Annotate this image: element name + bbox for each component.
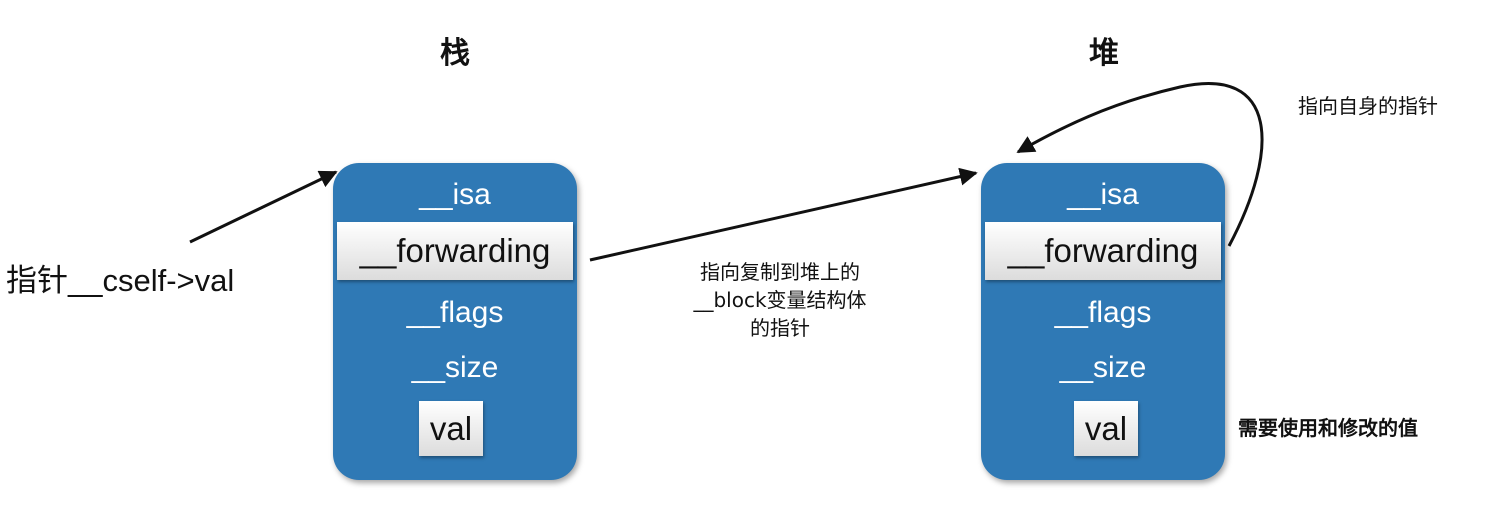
heap-title: 堆 — [1089, 36, 1119, 71]
val-note-label: 需要使用和修改的值 — [1238, 416, 1418, 440]
heap-block-struct: __isa __forwarding __flags __size val — [981, 163, 1225, 480]
stack-title: 栈 — [440, 36, 470, 71]
heap-forwarding-field: __forwarding — [985, 222, 1221, 280]
stack-block-struct: __isa __forwarding __flags __size val — [333, 163, 577, 480]
stack-flags-field: __flags — [406, 296, 504, 329]
stack-size-field: __size — [411, 351, 499, 384]
copy-pointer-label: 指向复制到堆上的 __block变量结构体 的指针 — [660, 258, 900, 342]
copy-pointer-label-line-1: 指向复制到堆上的 — [700, 260, 860, 284]
stack-val-field: val — [419, 401, 483, 456]
heap-isa-field: __isa — [1067, 178, 1139, 211]
copy-pointer-label-line-3: 的指针 — [750, 316, 810, 340]
pointer-cself-label: 指针__cself->val — [6, 263, 235, 298]
cself-to-stack-arrow — [189, 170, 338, 244]
stack-forwarding-field: __forwarding — [337, 222, 573, 280]
self-pointer-label: 指向自身的指针 — [1298, 94, 1438, 118]
heap-val-field: val — [1074, 401, 1138, 456]
copy-pointer-label-line-2: __block变量结构体 — [693, 288, 867, 312]
stack-isa-field: __isa — [419, 178, 491, 211]
heap-size-field: __size — [1059, 351, 1147, 384]
heap-self-pointer-arrow — [1016, 82, 1264, 247]
heap-flags-field: __flags — [1054, 296, 1152, 329]
stack-forwarding-to-heap-arrow — [589, 167, 978, 262]
